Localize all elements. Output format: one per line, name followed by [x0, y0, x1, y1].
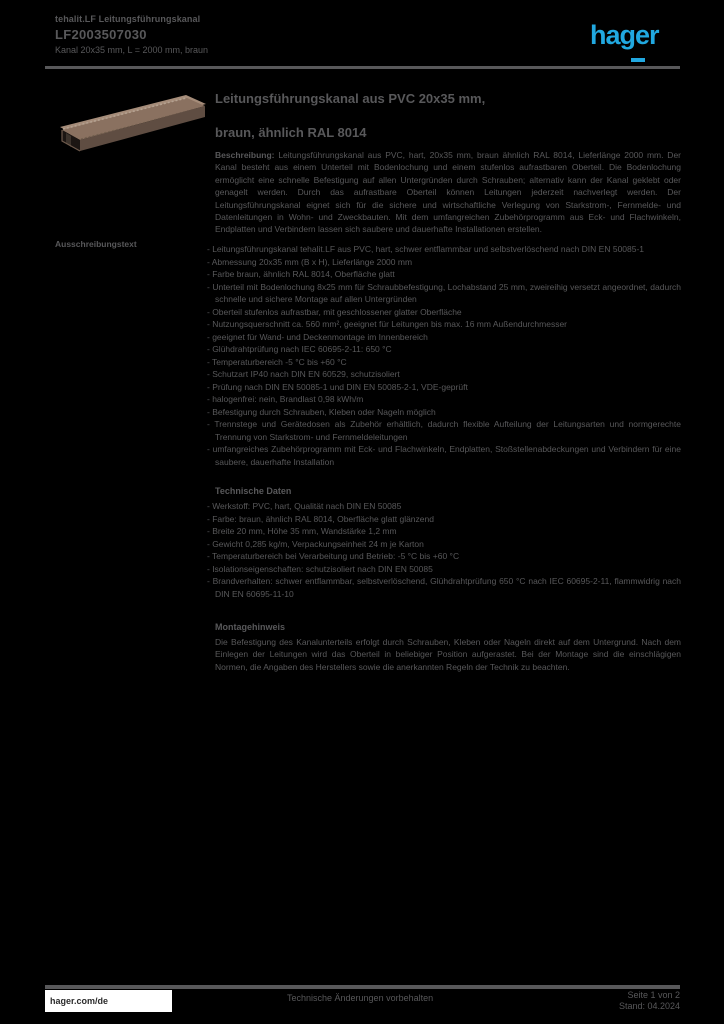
spec-list: - Leitungsführungskanal tehalit.LF aus P…: [207, 243, 681, 468]
list-item: - Leitungsführungskanal tehalit.LF aus P…: [207, 244, 645, 254]
list-item: - geeignet für Wand- und Deckenmontage i…: [207, 331, 428, 342]
page-title-line1: Leitungsführungskanal aus PVC 20x35 mm,: [215, 91, 486, 106]
description-body: Leitungsführungskanal aus PVC, hart, 20x…: [215, 150, 681, 235]
list-item: - Prüfung nach DIN EN 50085-1 und DIN EN…: [207, 381, 468, 392]
section-heading-technical-data: Technische Daten: [215, 486, 292, 496]
product-short-description: Kanal 20x35 mm, L = 2000 mm, braun: [55, 45, 208, 55]
description-lead: Beschreibung:: [215, 150, 275, 160]
list-item: - Temperaturbereich bei Verarbeitung und…: [207, 551, 460, 561]
order-reference: LF2003507030: [55, 27, 147, 42]
product-family: tehalit.LF Leitungsführungskanal: [55, 14, 201, 24]
website-link[interactable]: hager.com/de: [45, 990, 172, 1012]
footer-page-info: Seite 1 von 2 Stand: 04.2024: [619, 990, 680, 1012]
list-item: - Temperaturbereich -5 °C bis +60 °C: [207, 356, 347, 367]
document-header: tehalit.LF Leitungsführungskanal LF20035…: [55, 14, 275, 56]
list-item: - Gewicht 0,285 kg/m, Verpackungseinheit…: [207, 538, 424, 549]
hager-logo: hager: [590, 20, 660, 50]
list-item: - Farbe braun, ähnlich RAL 8014, Oberflä…: [207, 269, 395, 279]
trunking-end-rim: [61, 130, 81, 152]
page-title-line2: braun, ähnlich RAL 8014: [215, 125, 367, 140]
product-description: Beschreibung: Leitungsführungskanal aus …: [215, 149, 681, 236]
list-item: - Glühdrahtprüfung nach IEC 60695-2-11: …: [207, 344, 392, 354]
list-item: - Abmessung 20x35 mm (B x H), Lieferläng…: [207, 256, 413, 267]
trunking-front-face: [80, 106, 205, 151]
logo-accent-dash: [631, 58, 645, 62]
list-item: - Werkstoff: PVC, hart, Qualität nach DI…: [207, 501, 402, 511]
revision-date: Stand: 04.2024: [618, 1001, 680, 1011]
footer-disclaimer: Technische Änderungen vorbehalten: [287, 993, 434, 1003]
section-label-spec-text: Ausschreibungstext: [55, 239, 137, 249]
technical-data-list: - Werkstoff: PVC, hart, Qualität nach DI…: [207, 500, 681, 600]
page-number: Seite 1 von 2: [627, 990, 680, 1000]
list-item: - Farbe: braun, ähnlich RAL 8014, Oberfl…: [207, 513, 434, 524]
section-heading-note: Montagehinweis: [215, 622, 286, 632]
list-item: - Unterteil mit Bodenlochung 8x25 mm für…: [207, 281, 681, 305]
trunking-top-face: [62, 98, 205, 140]
header-divider: [45, 66, 680, 69]
list-item: - Trennstege und Gerätedosen als Zubehör…: [207, 419, 681, 442]
list-item: - Isolationseigenschaften: schutzisolier…: [207, 563, 433, 574]
note-paragraph: Die Befestigung des Kanalunterteils erfo…: [215, 637, 681, 672]
product-photo-trunking-icon: [60, 95, 206, 152]
list-item: - Breite 20 mm, Höhe 35 mm, Wandstärke 1…: [207, 526, 397, 536]
list-item: - Nutzungsquerschnitt ca. 560 mm², geeig…: [207, 319, 568, 329]
list-item: - halogenfrei: nein, Brandlast 0,98 kWh/…: [207, 394, 364, 404]
footer-divider: [45, 985, 680, 989]
list-item: - Befestigung durch Schrauben, Kleben od…: [207, 406, 436, 417]
list-item: - Schutzart IP40 nach DIN EN 60529, schu…: [207, 369, 400, 379]
trunking-serration: [62, 97, 187, 130]
list-item: - Brandverhalten: schwer entflammbar, se…: [207, 576, 681, 599]
list-item: - Oberteil stufenlos aufrastbar, mit ges…: [207, 306, 462, 317]
list-item: - umfangreiches Zubehörprogramm mit Eck-…: [207, 444, 681, 467]
